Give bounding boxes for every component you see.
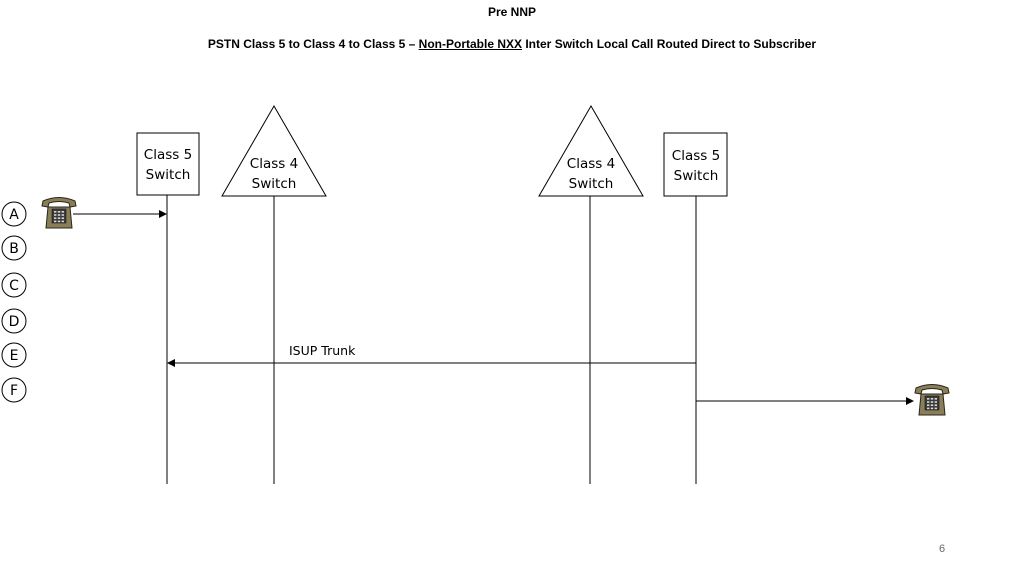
- step-e: E: [1, 342, 27, 368]
- step-label: E: [10, 348, 19, 364]
- switch-label-line1: Class 4: [567, 156, 615, 172]
- telephone-icon: [914, 384, 950, 416]
- subtitle-underlined: Non-Portable NXX: [418, 37, 523, 51]
- page-title: Pre NNP: [487, 5, 537, 19]
- switch-label-line2: Switch: [252, 176, 297, 192]
- step-a: A: [1, 201, 27, 227]
- step-label: C: [9, 278, 19, 294]
- switch-label-line1: Class 4: [250, 156, 298, 172]
- step-label: D: [9, 314, 20, 330]
- switch-label-line2: Switch: [674, 168, 719, 184]
- step-label: A: [9, 207, 19, 223]
- telephone-icon: [41, 197, 77, 229]
- step-c: C: [1, 272, 27, 298]
- step-label: F: [10, 383, 18, 399]
- class5-switch-terminating: Class 5 Switch: [663, 132, 728, 197]
- page-subtitle: PSTN Class 5 to Class 4 to Class 5 – Non…: [0, 37, 1024, 51]
- subtitle-prefix: PSTN Class 5 to Class 4 to Class 5 –: [207, 37, 419, 51]
- step-label: B: [9, 241, 19, 257]
- switch-label-line2: Switch: [146, 167, 191, 183]
- class4-switch-terminating: Class 4 Switch: [538, 105, 644, 197]
- step-f: F: [1, 377, 27, 403]
- class5-switch-originating: Class 5 Switch: [136, 132, 200, 196]
- subtitle-suffix: Inter Switch Local Call Routed Direct to…: [522, 37, 817, 51]
- switch-label-line2: Switch: [569, 176, 614, 192]
- page-number: 6: [938, 543, 946, 555]
- class4-switch-originating: Class 4 Switch: [221, 105, 327, 197]
- switch-label-line1: Class 5: [144, 147, 192, 163]
- step-d: D: [1, 308, 27, 334]
- isup-trunk-label: ISUP Trunk: [289, 343, 356, 358]
- step-b: B: [1, 235, 27, 261]
- switch-label-line1: Class 5: [672, 148, 720, 164]
